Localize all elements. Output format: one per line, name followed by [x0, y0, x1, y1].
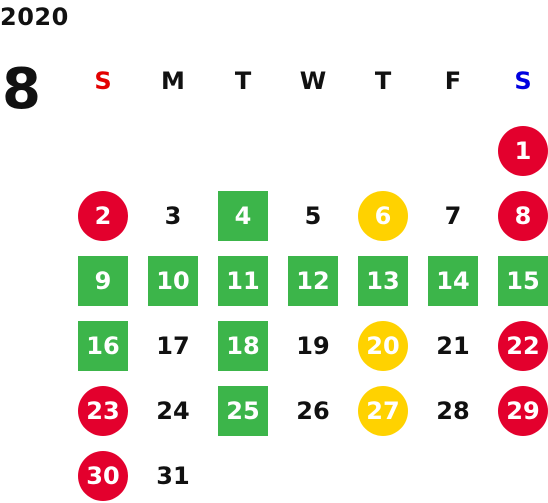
calendar-day-28[interactable]: 28 [436, 397, 470, 425]
calendar-day-15[interactable]: 15 [498, 256, 548, 306]
calendar-day-3[interactable]: 3 [164, 202, 182, 230]
weekday-tue: T [234, 67, 252, 95]
calendar-day-8[interactable]: 8 [498, 191, 548, 241]
calendar-day-27[interactable]: 27 [358, 386, 408, 436]
calendar-day-30[interactable]: 30 [78, 451, 128, 501]
weekday-sun: S [94, 67, 112, 95]
weekday-thu: T [374, 67, 392, 95]
calendar-day-31[interactable]: 31 [156, 462, 190, 490]
calendar-day-19[interactable]: 19 [296, 332, 330, 360]
calendar-day-14[interactable]: 14 [428, 256, 478, 306]
calendar-day-13[interactable]: 13 [358, 256, 408, 306]
calendar-day-7[interactable]: 7 [444, 202, 462, 230]
calendar-day-6[interactable]: 6 [358, 191, 408, 241]
calendar-day-9[interactable]: 9 [78, 256, 128, 306]
calendar-day-17[interactable]: 17 [156, 332, 190, 360]
calendar-day-2[interactable]: 2 [78, 191, 128, 241]
calendar-day-4[interactable]: 4 [218, 191, 268, 241]
calendar-day-22[interactable]: 22 [498, 321, 548, 371]
calendar-day-25[interactable]: 25 [218, 386, 268, 436]
calendar-day-29[interactable]: 29 [498, 386, 548, 436]
calendar-day-16[interactable]: 16 [78, 321, 128, 371]
weekday-sat: S [514, 67, 532, 95]
calendar-day-18[interactable]: 18 [218, 321, 268, 371]
calendar-day-10[interactable]: 10 [148, 256, 198, 306]
calendar-day-26[interactable]: 26 [296, 397, 330, 425]
weekday-mon: M [161, 67, 185, 95]
calendar-day-1[interactable]: 1 [498, 126, 548, 176]
calendar-day-12[interactable]: 12 [288, 256, 338, 306]
calendar-day-20[interactable]: 20 [358, 321, 408, 371]
calendar-day-11[interactable]: 11 [218, 256, 268, 306]
calendar-day-23[interactable]: 23 [78, 386, 128, 436]
weekday-wed: W [299, 67, 327, 95]
year-label: 2020 [0, 3, 69, 31]
calendar-day-21[interactable]: 21 [436, 332, 470, 360]
calendar-day-5[interactable]: 5 [304, 202, 322, 230]
month-number: 8 [2, 57, 41, 122]
weekday-fri: F [444, 67, 462, 95]
calendar-day-24[interactable]: 24 [156, 397, 190, 425]
